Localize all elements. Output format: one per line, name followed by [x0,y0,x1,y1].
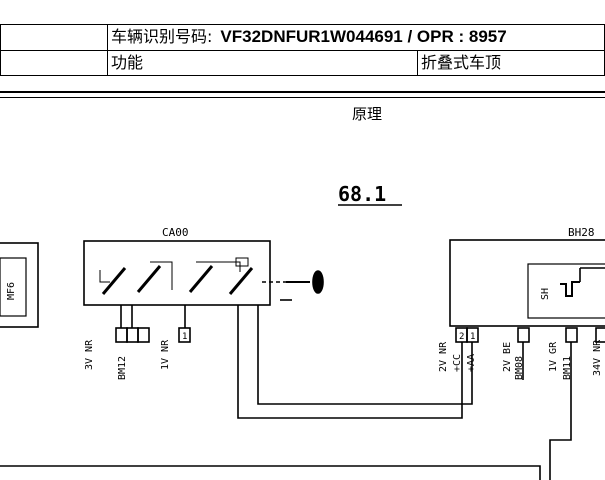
bm12-pin-2 [126,327,139,343]
wire-label-plus-cc: +CC [452,354,463,372]
ca00-internal-wire-2 [150,261,173,290]
bh28-pin-1 [466,327,479,343]
connector-label-bm08: BM08 [514,356,525,380]
wire-bm11 [549,342,572,480]
bm11-pin [565,327,578,343]
bm12-pin-3 [137,327,150,343]
wire-label-2v-nr: 2V NR [438,341,449,372]
wire-label-34v-nr: 34V NR [592,339,603,376]
left-label: MF6 [6,282,17,300]
left-connector-block [0,242,39,328]
function-value: 折叠式车顶 [421,53,502,72]
page-number: 68.1 [338,182,386,206]
bottom-frame [0,465,541,480]
wire-loop-inner [257,305,473,405]
bm12-pin-1 [115,327,128,343]
section-rule-bottom [0,97,605,98]
bh28-pin-right [595,327,605,343]
vin-value: VF32DNFUR1W044691 / OPR : 8957 [220,27,507,46]
wire-label-2v-be: 2V BE [502,342,513,372]
wire-label-1v-gr: 1V GR [548,341,559,372]
left-connector-inner [0,257,27,317]
switch-lever-4 [228,267,254,295]
bh28-label: BH28 [568,226,595,239]
header-table: 车辆识别号码: VF32DNFUR1W044691 / OPR : 8957 功能… [0,24,605,76]
section-title: 原理 [352,105,383,123]
wire-loop-outer [237,305,463,419]
bm08-pin [517,327,530,343]
ca00-internal-wire-1 [99,270,110,283]
switch-lever-3 [188,265,214,293]
section-rule-top [0,91,605,93]
wire-label-plus-aa: +AA [466,354,477,372]
ca00-internal-wire-3 [196,261,241,272]
wire-label-3v-nr: 3V NR [84,339,95,370]
pin-number-bh28-1: 1 [470,332,475,342]
sh-label: SH [540,288,551,300]
bh28-box [449,239,605,327]
function-label: 功能 [111,53,144,72]
vin-label: 车辆识别号码: [111,27,213,46]
bh28-inner-box [527,263,605,319]
switch-lever-2 [136,265,162,293]
pin-number-bh28-2: 2 [459,332,464,342]
wire-label-1v-nr: 1V NR [160,339,171,370]
sh-switch-symbol [560,281,580,297]
actuator-knob [312,270,324,294]
ca00-label: CA00 [162,226,189,239]
switch-lever-1 [101,267,127,295]
connector-label-bm11: BM11 [562,356,573,380]
connector-label-bm12: BM12 [117,356,128,380]
ca00-switch-box [83,240,271,306]
ca00-contact [235,257,249,267]
pin-number-ca00: 1 [182,332,187,342]
